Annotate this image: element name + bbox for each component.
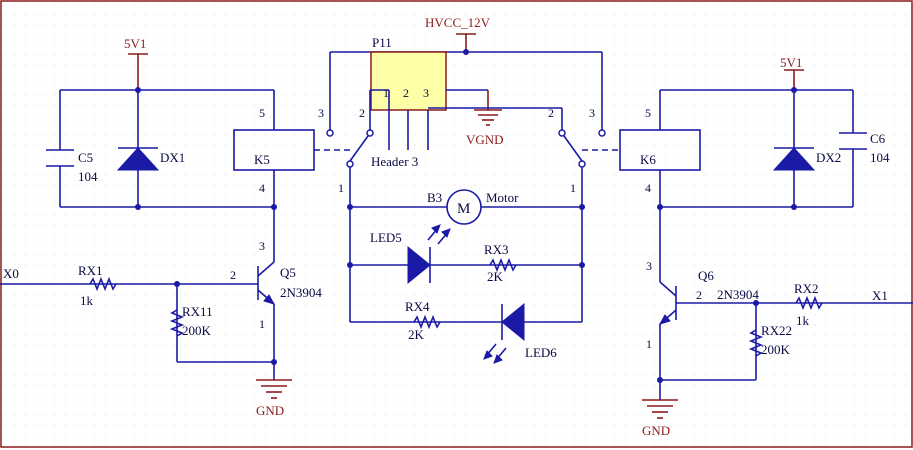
relay-coil-k6 [619, 129, 701, 171]
pin-k5-5: 5 [259, 106, 265, 120]
pin-q6-1: 1 [646, 337, 652, 351]
label-q5-type: 2N3904 [280, 285, 322, 300]
v5-left-supply [128, 53, 148, 90]
label-rx4: RX4 [405, 299, 430, 314]
label-led5: LED5 [370, 230, 402, 245]
resistor-rx11 [169, 309, 185, 337]
label-hvcc: HVCC_12V [425, 15, 491, 30]
label-rx3: RX3 [484, 242, 509, 257]
capacitor-c6 [839, 132, 867, 150]
label-rx22: RX22 [761, 323, 792, 338]
resistor-rx3 [489, 257, 517, 273]
pin-header-1: 1 [383, 86, 389, 100]
pin-k6-3: 3 [589, 106, 595, 120]
pin-header-3: 3 [423, 86, 429, 100]
label-vgnd: VGND [466, 132, 504, 147]
label-x0: X0 [3, 266, 19, 281]
pin-q5-1: 1 [259, 317, 265, 331]
label-rx1: RX1 [78, 263, 103, 278]
diode-dx1 [116, 147, 160, 171]
header-p11 [370, 51, 447, 150]
vgnd-symbol [474, 90, 502, 126]
label-rx3-value: 2K [487, 269, 504, 284]
label-rx22-value: 200K [761, 342, 791, 357]
label-q6-type: 2N3904 [717, 287, 759, 302]
pin-k5-1: 1 [338, 181, 344, 195]
label-led6: LED6 [525, 345, 557, 360]
label-k6: K6 [640, 152, 656, 167]
label-rx4-value: 2K [408, 327, 425, 342]
pin-k6-1: 1 [570, 181, 576, 195]
resistor-rx22 [748, 329, 764, 357]
pin-k6-5: 5 [645, 106, 651, 120]
label-c5-value: 104 [78, 169, 98, 184]
label-rx11-value: 200K [182, 323, 212, 338]
motor-b3 [446, 189, 482, 225]
label-dx1: DX1 [160, 150, 185, 165]
label-gnd-right: GND [642, 423, 670, 438]
v5-right-supply [784, 69, 804, 90]
transistor-q6 [658, 281, 677, 325]
label-k5: K5 [254, 152, 270, 167]
label-c6-value: 104 [870, 150, 890, 165]
label-p11: P11 [372, 35, 392, 50]
pin-q6-2: 2 [696, 288, 702, 302]
pin-q6-3: 3 [646, 259, 652, 273]
pin-header-2: 2 [403, 86, 409, 100]
label-q5: Q5 [280, 265, 296, 280]
diode-dx2 [772, 147, 816, 171]
resistor-rx1 [89, 276, 117, 292]
label-motor: Motor [486, 190, 519, 205]
junction-dot [463, 49, 469, 55]
pin-k5-4: 4 [259, 181, 265, 195]
label-5v-right: 5V1 [780, 55, 802, 70]
motor-symbol-text: M [457, 201, 470, 217]
label-rx2-value: 1k [796, 313, 810, 328]
pin-k5-3: 3 [318, 106, 324, 120]
label-rx1-value: 1k [80, 293, 94, 308]
label-q6: Q6 [698, 268, 714, 283]
pin-k6-4: 4 [645, 181, 651, 195]
led-led5 [407, 224, 451, 285]
relay-switch-k5 [326, 89, 390, 168]
relay-switch-k6 [428, 107, 606, 168]
label-header3: Header 3 [371, 154, 418, 169]
label-gnd-left: GND [256, 403, 284, 418]
pin-k5-2: 2 [359, 106, 365, 120]
label-rx11: RX11 [182, 304, 213, 319]
label-b3: B3 [427, 190, 442, 205]
label-5v-left: 5V1 [124, 36, 146, 51]
resistor-rx4 [413, 314, 441, 330]
label-x1: X1 [872, 288, 888, 303]
label-rx2: RX2 [794, 281, 819, 296]
transistor-q5 [257, 261, 276, 305]
pin-k6-2: 2 [548, 106, 554, 120]
label-dx2: DX2 [816, 150, 841, 165]
label-c6: C6 [870, 131, 886, 146]
resistor-rx2 [795, 295, 823, 311]
gnd-left-symbol [256, 379, 292, 399]
relay-coil-k5 [233, 129, 315, 171]
gnd-right-symbol [642, 399, 678, 419]
label-c5: C5 [78, 150, 93, 165]
capacitor-c5 [46, 149, 74, 167]
led-led6 [483, 302, 525, 364]
pin-q5-3: 3 [259, 239, 265, 253]
pin-q5-2: 2 [230, 268, 236, 282]
